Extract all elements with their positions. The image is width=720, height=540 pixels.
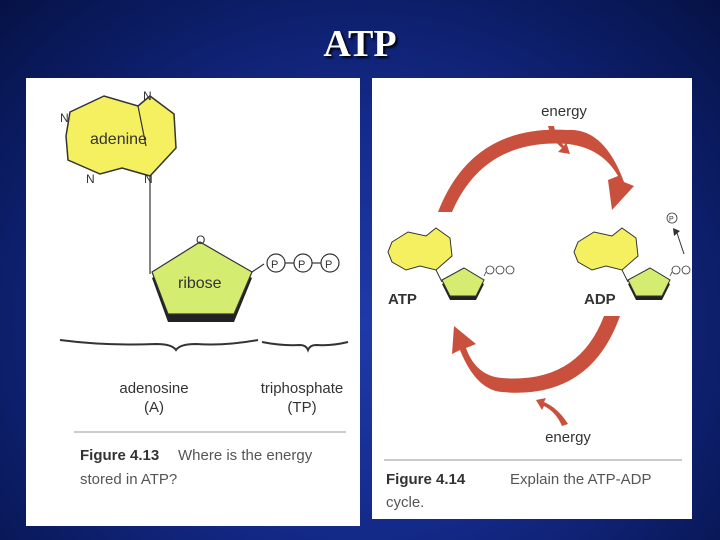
released-phosphate <box>666 212 678 224</box>
adp-bond <box>621 269 629 283</box>
atp-phosphate-3 <box>505 265 515 275</box>
adenosine-label: adenosine <box>119 380 188 397</box>
adp-phosphate-1 <box>671 265 681 275</box>
figure-4-13-panel: adenine N N N N ribose O P P P adenosine… <box>26 78 360 526</box>
figure-4-13-caption-2: stored in ATP? <box>80 471 177 488</box>
p-label-3: P <box>325 259 332 271</box>
adenine-ring <box>65 95 177 177</box>
n-label-2: N <box>143 89 152 103</box>
figure-4-13-number: Figure 4.13 <box>80 447 159 464</box>
energy-bottom-label: energy <box>545 429 591 446</box>
adenosine-abbr: (A) <box>144 399 164 416</box>
release-arrowhead <box>673 228 680 236</box>
phosphate-bond-0 <box>251 263 265 273</box>
slide-title: ATP <box>323 23 397 65</box>
atp-structure-diagram: adenine N N N N ribose O P P P adenosine… <box>59 89 349 488</box>
figure-4-14-caption-2: cycle. <box>386 494 424 511</box>
adp-phosphate-2 <box>681 265 691 275</box>
energy-bottom-arrow <box>536 398 568 426</box>
atp-bond <box>435 269 443 283</box>
released-phosphate-label: P <box>669 216 674 223</box>
adenine-inner-bond <box>137 105 147 147</box>
atp-adp-cycle-diagram: energy energy ATP ADP P <box>384 103 691 511</box>
figure-4-14-number: Figure 4.14 <box>386 471 466 488</box>
adp-phosphate-bond <box>669 271 673 277</box>
top-cycle-arrow <box>438 129 634 212</box>
atp-ribose <box>441 267 485 297</box>
triphosphate-label: triphosphate <box>261 380 344 397</box>
p-label-2: P <box>298 259 305 271</box>
adp-label: ADP <box>584 291 616 308</box>
adp-adenine <box>573 227 639 271</box>
release-line <box>675 229 685 255</box>
triphosphate-brace <box>261 341 349 353</box>
atp-phosphate-1 <box>485 265 495 275</box>
phosphate-3 <box>320 253 340 273</box>
atp-label: ATP <box>388 291 417 308</box>
bottom-cycle-arrow <box>452 316 620 393</box>
adenosine-brace <box>59 339 259 352</box>
triphosphate-abbr: (TP) <box>287 399 316 416</box>
ribose-label: ribose <box>178 275 222 292</box>
atp-phosphate-bond <box>483 271 487 277</box>
n-label-3: N <box>86 172 95 186</box>
atp-phosphate-2 <box>495 265 505 275</box>
energy-top-label: energy <box>541 103 587 120</box>
atp-adenine <box>387 227 453 271</box>
o-label: O <box>196 233 205 247</box>
adp-ribose <box>627 267 671 297</box>
figure-4-14-panel: energy energy ATP ADP P <box>372 78 692 519</box>
figure-4-13-caption-1: Where is the energy <box>178 447 313 464</box>
n-label-1: N <box>60 111 69 125</box>
p-label-1: P <box>271 259 278 271</box>
adenine-label: adenine <box>90 131 147 148</box>
figure-4-14-caption-1: Explain the ATP-ADP <box>510 471 651 488</box>
ribose-ring <box>151 241 253 315</box>
n-label-4: N <box>144 172 153 186</box>
